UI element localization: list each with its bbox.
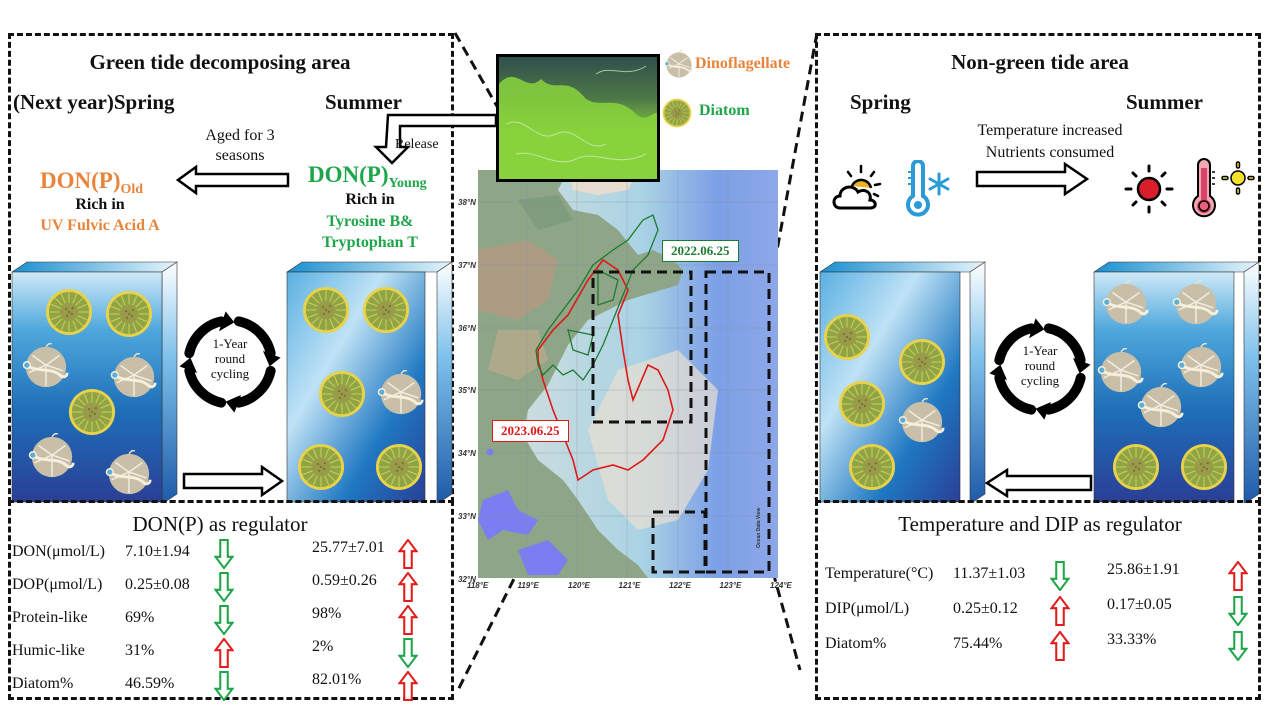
don-old-component: UV Fulvic Acid A: [40, 217, 160, 234]
sun-icon: [1124, 164, 1174, 214]
left-regulator-title: DON(P) as regulator: [132, 512, 308, 536]
don-young-main: DON(P): [308, 162, 389, 187]
lon-tick-label: 118°E: [467, 581, 489, 590]
aged-arrow-left: [176, 164, 290, 196]
map-label-2023: 2023.06.25: [492, 420, 569, 442]
don-old-sub: Old: [120, 182, 144, 197]
row-label: Humic-like: [12, 642, 85, 659]
row-label: DIP(μmol/L): [825, 600, 910, 617]
right-regulator-title: Temperature and DIP as regulator: [898, 512, 1182, 536]
temp-increased-text: Temperature increased: [977, 122, 1123, 139]
release-label: Release: [395, 137, 439, 152]
summer-value: 0.59±0.26: [312, 572, 377, 589]
legend-diatom: Diatom: [699, 102, 750, 119]
left-regulator-frame: [8, 500, 454, 700]
summer-value: 2%: [312, 638, 334, 655]
summer-value: 33.33%: [1107, 631, 1157, 648]
cycle-text-line1: 1-Year: [212, 336, 248, 351]
down-arrow-icon: [1228, 596, 1248, 626]
cold-thermometer-icon: [906, 160, 950, 217]
cycle-text-line1: 1-Year: [1022, 343, 1058, 358]
lon-tick-label: 119°E: [517, 581, 539, 590]
lat-tick-label: 34°N: [458, 449, 476, 459]
nutrients-consumed-text: Nutrients consumed: [985, 144, 1115, 161]
partly-cloudy-icon: [832, 164, 882, 210]
lon-tick-label: 121°E: [618, 581, 641, 590]
lat-tick-label: 38°N: [458, 198, 476, 207]
down-arrow-icon: [1228, 631, 1248, 661]
lat-tick-label: 35°N: [458, 386, 476, 396]
don-young-component-line2: Tryptophan T: [322, 234, 418, 251]
don-young-component-line1: Tyrosine B&: [326, 213, 414, 230]
summer-water-box-right: [1093, 261, 1260, 503]
don-old-label: DON(P)Old: [40, 168, 143, 198]
up-arrow-icon: [1228, 561, 1248, 591]
ocean-data-view-watermark: Ocean Data View: [756, 507, 762, 548]
map-panel: [478, 170, 778, 578]
lon-tick-label: 120°E: [568, 581, 590, 590]
spring-value: 46.59%: [125, 675, 175, 692]
dinoflagellate-legend-icon: [664, 50, 694, 79]
cycle-text-line3: cycling: [1020, 373, 1060, 388]
cycle-text-line2: round: [214, 351, 246, 366]
summer-value: 98%: [312, 605, 342, 622]
spring-value: 75.44%: [953, 635, 1003, 652]
spring-water-box-right: [819, 261, 986, 503]
summer-value: 82.01%: [312, 671, 362, 688]
don-young-label: DON(P)Young: [308, 162, 427, 192]
right-panel-title: Non-green tide area: [951, 50, 1129, 74]
lon-tick-label: 123°E: [719, 581, 742, 590]
row-label: Protein-like: [12, 609, 88, 626]
spring-value: 31%: [125, 642, 155, 659]
spring-water-box-left: [11, 261, 178, 503]
lon-tick-label: 122°E: [669, 581, 691, 590]
spring-to-summer-arrow-right: [975, 161, 1090, 197]
spring-value: 0.25±0.12: [953, 600, 1018, 617]
right-regulator-frame: [815, 500, 1261, 700]
right-season-spring: Spring: [850, 90, 911, 114]
lat-tick-label: 37°N: [458, 260, 476, 270]
hot-thermometer-icon: [1192, 158, 1255, 218]
aged-text-line1: Aged for 3: [205, 127, 275, 144]
lat-tick-label: 33°N: [458, 512, 476, 521]
right-season-summer: Summer: [1126, 90, 1203, 114]
row-label: Temperature(°C): [825, 565, 934, 582]
row-label: Diatom%: [825, 635, 887, 652]
lat-tick-label: 32°N: [458, 574, 476, 584]
left-panel-title: Green tide decomposing area: [89, 50, 351, 74]
summer-value: 25.86±1.91: [1107, 561, 1180, 578]
up-arrow-icon: [1050, 631, 1070, 661]
spring-value: 7.10±1.94: [125, 543, 190, 560]
aged-text-line2: seasons: [215, 147, 265, 164]
spring-value: 11.37±1.03: [953, 565, 1026, 582]
summer-to-spring-arrow: [985, 467, 1093, 499]
don-old-main: DON(P): [40, 168, 121, 193]
cycle-text-left: 1-Year round cycling: [200, 336, 260, 381]
row-label: DON(μmol/L): [12, 543, 106, 560]
legend-dinoflagellate: Dinoflagellate: [695, 55, 791, 72]
down-arrow-icon: [1050, 561, 1070, 591]
lat-tick-label: 36°N: [458, 323, 476, 333]
cycle-text-right: 1-Year round cycling: [1010, 343, 1070, 388]
don-old-rich-in: Rich in: [75, 196, 125, 213]
diatom-legend-icon: [662, 98, 692, 128]
up-arrow-icon: [1050, 596, 1070, 626]
left-season-summer: Summer: [325, 90, 402, 114]
map-label-2022: 2022.06.25: [662, 240, 739, 262]
summer-value: 0.17±0.05: [1107, 596, 1172, 613]
don-young-rich-in: Rich in: [345, 191, 395, 208]
left-season-spring: (Next year)Spring: [13, 90, 175, 114]
spring-to-summer-arrow: [182, 465, 285, 497]
summer-water-box-left: [286, 261, 453, 503]
lon-tick-label: 124°E: [770, 581, 792, 590]
row-label: DOP(μmol/L): [12, 576, 103, 593]
spring-value: 0.25±0.08: [125, 576, 190, 593]
don-young-sub: Young: [388, 176, 427, 191]
spring-value: 69%: [125, 609, 155, 626]
green-tide-photo: [496, 54, 660, 182]
summer-value: 25.77±7.01: [312, 539, 385, 556]
cycle-text-line2: round: [1024, 358, 1056, 373]
row-label: Diatom%: [12, 675, 74, 692]
cycle-text-line3: cycling: [210, 366, 250, 381]
